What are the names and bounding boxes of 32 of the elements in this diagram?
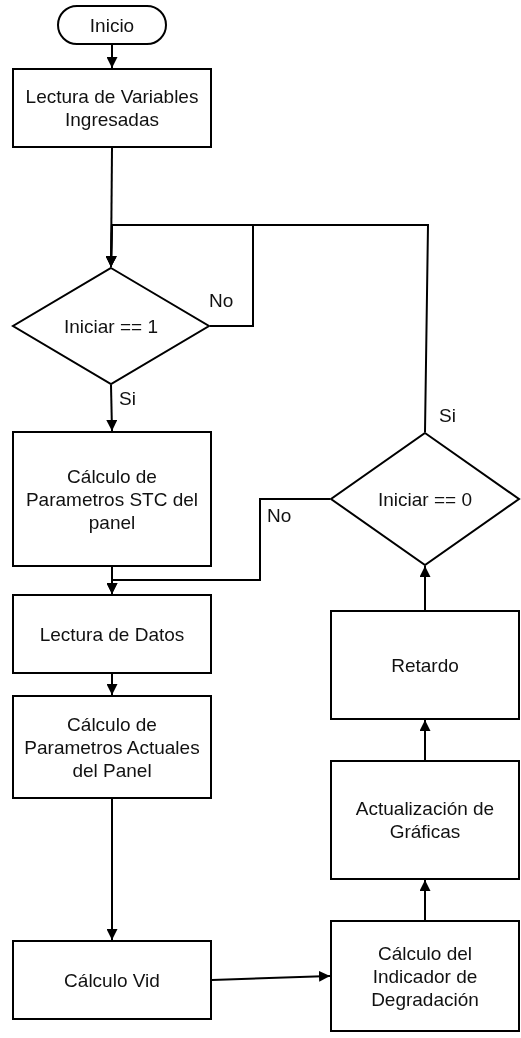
node-text: Inicio [88,13,136,37]
process-box [12,431,212,567]
decision-diamond [330,432,520,566]
process-box [330,760,520,880]
node-text: Retardo [390,653,460,677]
process-box [12,68,212,148]
node-text: Lectura de Datos [38,622,186,646]
arrow [106,44,118,69]
process-box [330,920,520,1032]
decision-diamond [12,267,210,385]
arrow [419,565,431,611]
arrow [419,719,431,761]
arrow [106,798,118,941]
node-text: Lectura de Variables Ingresadas [24,85,200,131]
node-text: Cálculo del Indicador de Degradación [370,941,480,1011]
arrow [106,384,118,432]
arrow [106,673,118,696]
arrow [419,879,431,921]
process-box [330,610,520,720]
node-text: Cálculo de Parametros Actuales del Panel [23,712,201,782]
arrow [211,970,331,982]
arrow [105,224,429,433]
arrow [106,498,331,595]
process-box [12,695,212,799]
process-box [12,940,212,1020]
start-terminal [57,5,167,45]
process-box [12,594,212,674]
node-text: Iniciar == 0 [377,487,473,511]
node-text: Iniciar == 1 [63,314,159,338]
node-text: Actualización de Gráficas [354,797,496,843]
node-text: Cálculo Vid [63,968,161,992]
node-text: Cálculo de Parametros STC del panel [24,464,200,534]
